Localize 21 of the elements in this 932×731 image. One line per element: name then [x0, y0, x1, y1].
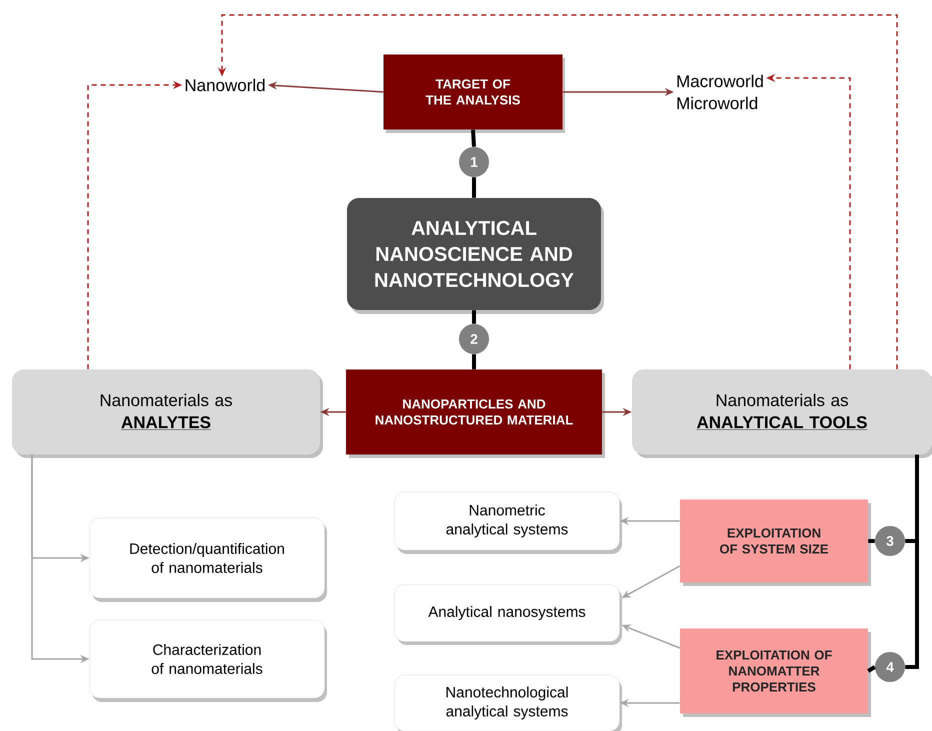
process-box: TARGET OF THE ANALYSIS — [384, 54, 565, 133]
connector-line — [867, 665, 876, 673]
connector-line — [472, 354, 476, 370]
node-label: Nanoworld — [186, 78, 265, 92]
result-box: Nanometric analytical systems — [394, 492, 622, 554]
method-box: EXPLOITATION OF NANOMATTER PROPERTIES — [680, 628, 871, 717]
category-box: Nanomaterials as ANALYTES — [12, 370, 323, 458]
connector-line — [868, 539, 875, 543]
category-box: Nanomaterials as ANALYTICAL TOOLS — [632, 370, 932, 458]
connector-line — [905, 454, 919, 669]
connector-line — [471, 130, 476, 147]
connector-line — [472, 177, 476, 198]
result-box: Detection/quantification of nanomaterials — [89, 518, 327, 602]
process-box: NANOPARTICLES AND NANOSTRUCTURED MATERIAL — [346, 370, 605, 458]
title-box: ANALYTICAL NANOSCIENCE AND NANOTECHNOLOGY — [347, 198, 604, 314]
connector-line — [472, 310, 476, 324]
method-box: EXPLOITATION OF SYSTEM SIZE — [680, 500, 871, 586]
result-box: Nanotechnological analytical systems — [394, 674, 622, 731]
node-label: Macroworld Microworld — [677, 74, 763, 110]
result-box: Characterization of nanomaterials — [89, 620, 327, 702]
result-box: Analytical nanosystems — [394, 584, 622, 645]
